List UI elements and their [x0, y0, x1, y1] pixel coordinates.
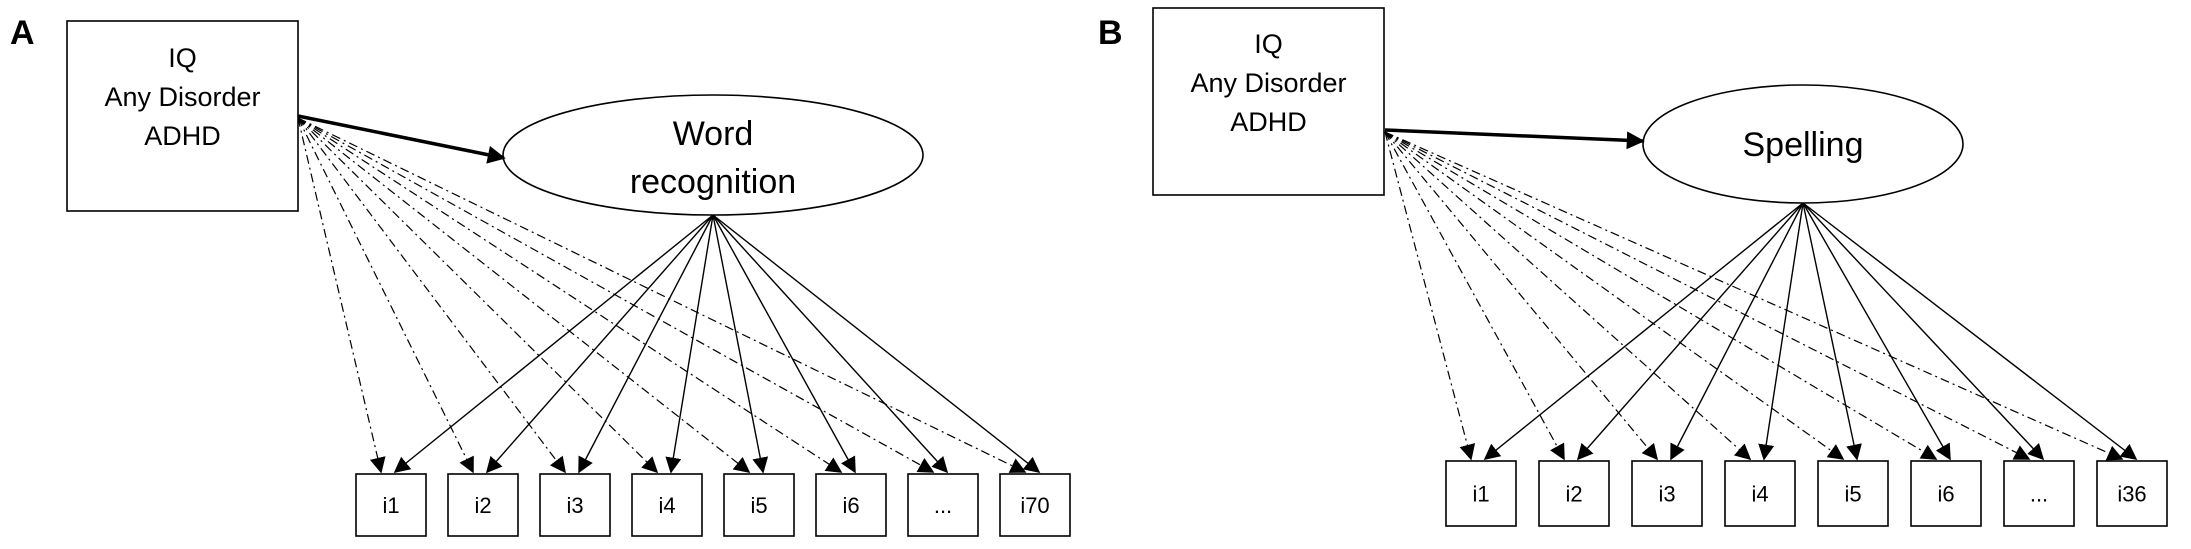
loading-path-a-7	[712, 214, 949, 474]
path-covariates-to-latent-b	[1384, 128, 1645, 150]
panel-b: B IQ Any Disorder ADHD Spelling i1 i2 i3 i4…	[1098, 7, 2168, 527]
dif-path-a-6	[297, 117, 843, 473]
loading-path-b-5	[1802, 202, 1862, 461]
links-a	[297, 117, 1041, 474]
dif-path-b-7	[1384, 131, 2031, 460]
panel-a-label: A	[10, 14, 35, 52]
item-label-b-8: i36	[2117, 482, 2146, 507]
item-box-a-7	[907, 473, 979, 537]
dif-path-a-1	[297, 117, 386, 474]
covariate-iq-b: IQ	[1254, 29, 1283, 59]
loading-path-a-3	[578, 214, 714, 474]
items-b: i1 i2 i3 i4 i5 i6... i36	[1445, 460, 2168, 527]
loading-path-b-1	[1483, 202, 1804, 461]
item-label-b-5: i5	[1844, 482, 1861, 507]
item-box-a-8	[999, 473, 1071, 537]
covariate-any-disorder-b: Any Disorder	[1190, 68, 1346, 98]
dif-path-a-8	[297, 117, 1027, 473]
item-label-a-4: i4	[658, 493, 675, 518]
item-box-b-3	[1631, 460, 1703, 527]
covariates-box-b	[1152, 7, 1385, 196]
items-a: i1 i2 i3 i4 i5 i6... i70	[355, 473, 1071, 537]
covariate-iq-a: IQ	[168, 43, 197, 73]
loading-path-b-3	[1670, 202, 1804, 461]
links-b	[1384, 131, 2138, 461]
dif-path-a-5	[297, 117, 751, 473]
item-box-b-2	[1538, 460, 1610, 527]
item-box-a-1	[355, 473, 427, 537]
item-label-a-6: i6	[842, 493, 859, 518]
latent-label-a-line1: Word	[673, 115, 754, 153]
item-box-b-5	[1817, 460, 1889, 527]
latent-label-a-line2: recognition	[630, 163, 796, 201]
item-box-a-5	[723, 473, 795, 537]
dif-path-a-4	[297, 117, 659, 474]
item-label-a-7: ...	[934, 493, 952, 518]
loading-path-a-5	[712, 214, 769, 474]
loading-path-b-8	[1802, 202, 2138, 460]
item-box-a-2	[447, 473, 519, 537]
loading-path-b-2	[1576, 202, 1804, 461]
item-box-b-4	[1724, 460, 1796, 527]
item-label-a-1: i1	[382, 493, 399, 518]
covariate-any-disorder-a: Any Disorder	[104, 82, 260, 112]
loading-path-b-7	[1802, 202, 2045, 461]
loading-path-b-6	[1802, 202, 1951, 461]
item-label-a-8: i70	[1020, 493, 1049, 518]
item-label-a-2: i2	[474, 493, 491, 518]
item-label-b-1: i1	[1472, 482, 1489, 507]
dif-path-b-8	[1384, 131, 2124, 461]
dif-path-a-3	[297, 117, 566, 474]
loading-path-a-8	[712, 214, 1041, 473]
panel-a: A IQ Any Disorder ADHD Word recognition …	[10, 14, 1071, 537]
item-label-a-3: i3	[566, 493, 583, 518]
dif-path-b-2	[1384, 131, 1565, 461]
item-label-b-4: i4	[1751, 482, 1768, 507]
item-box-a-4	[631, 473, 703, 537]
item-label-a-5: i5	[750, 493, 767, 518]
covariates-box-a	[66, 20, 299, 212]
item-box-b-1	[1445, 460, 1517, 527]
latent-label-b: Spelling	[1743, 126, 1864, 164]
path-covariates-to-latent-a	[297, 114, 506, 164]
dif-path-b-1	[1384, 131, 1476, 461]
item-box-b-6	[1910, 460, 1982, 527]
dif-path-b-6	[1384, 131, 1938, 460]
loading-path-a-2	[485, 214, 714, 474]
item-label-b-2: i2	[1565, 482, 1582, 507]
loading-path-a-6	[712, 214, 856, 474]
item-box-a-6	[815, 473, 887, 537]
covariate-adhd-b: ADHD	[1230, 107, 1307, 137]
loading-path-a-1	[393, 214, 714, 474]
item-label-b-6: i6	[1937, 482, 1954, 507]
dif-path-a-7	[297, 117, 935, 473]
item-box-b-8	[2096, 460, 2168, 527]
item-label-b-3: i3	[1658, 482, 1675, 507]
item-box-a-3	[539, 473, 611, 537]
loading-path-b-4	[1758, 202, 1804, 461]
dif-path-b-4	[1384, 131, 1752, 461]
covariate-adhd-a: ADHD	[144, 121, 221, 151]
panel-b-label: B	[1098, 14, 1123, 52]
loading-path-a-4	[665, 214, 714, 474]
item-box-b-7	[2003, 460, 2075, 527]
dif-path-a-2	[297, 117, 474, 474]
dif-path-b-3	[1384, 131, 1659, 461]
item-label-b-7: ...	[2030, 482, 2048, 507]
